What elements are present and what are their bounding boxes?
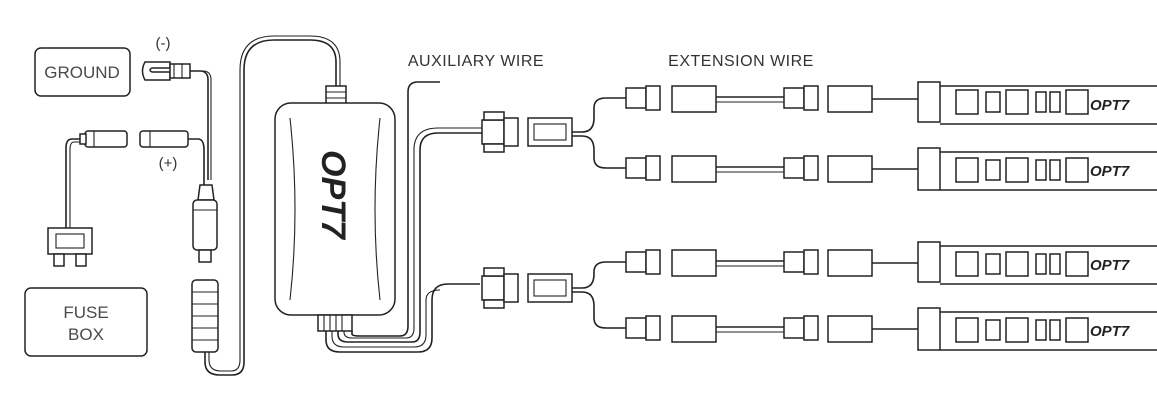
extension-row-3 — [625, 249, 918, 277]
led-strip-icon — [917, 147, 1157, 191]
power-lead — [204, 39, 337, 376]
led-strip-icon — [917, 307, 1157, 351]
strip-brand-1: OPT7 — [1090, 97, 1130, 114]
ground-wire — [190, 70, 209, 180]
ring-terminal-icon — [141, 61, 191, 81]
inline-fuse-holder-icon — [79, 130, 189, 148]
ground-label: GROUND — [44, 63, 120, 82]
led-strip-icon — [917, 81, 1157, 125]
strip-brand-3: OPT7 — [1090, 257, 1130, 274]
negative-label: (-) — [156, 35, 171, 52]
positive-label: (+) — [159, 155, 178, 172]
fuse-box: FUSE BOX — [24, 287, 148, 357]
led-strip-icon — [917, 241, 1157, 285]
controller-brand: OPT7 — [314, 150, 352, 241]
auxiliary-wire-label: AUXILIARY WIRE — [408, 53, 544, 70]
extension-row-2 — [625, 155, 918, 183]
fuse-box-label-1: FUSE — [63, 303, 108, 322]
four-pin-connector-icon — [481, 267, 573, 309]
blade-fuse-icon — [47, 227, 93, 267]
dc-barrel-connector-icon — [191, 184, 219, 353]
four-pin-connector-icon — [481, 111, 573, 153]
strip-brand-2: OPT7 — [1090, 163, 1130, 180]
auxiliary-wire — [351, 81, 440, 337]
fuse-box-label-2: BOX — [68, 325, 104, 344]
controller-box-icon — [274, 85, 396, 332]
extension-row-1 — [625, 85, 918, 113]
strip-brand-4: OPT7 — [1090, 323, 1130, 340]
output-wire-bottom — [325, 283, 480, 353]
extension-row-4 — [625, 315, 918, 343]
output-wire-top — [337, 132, 484, 343]
ground-box: GROUND — [34, 47, 131, 97]
extension-wire-label: EXTENSION WIRE — [668, 53, 814, 70]
